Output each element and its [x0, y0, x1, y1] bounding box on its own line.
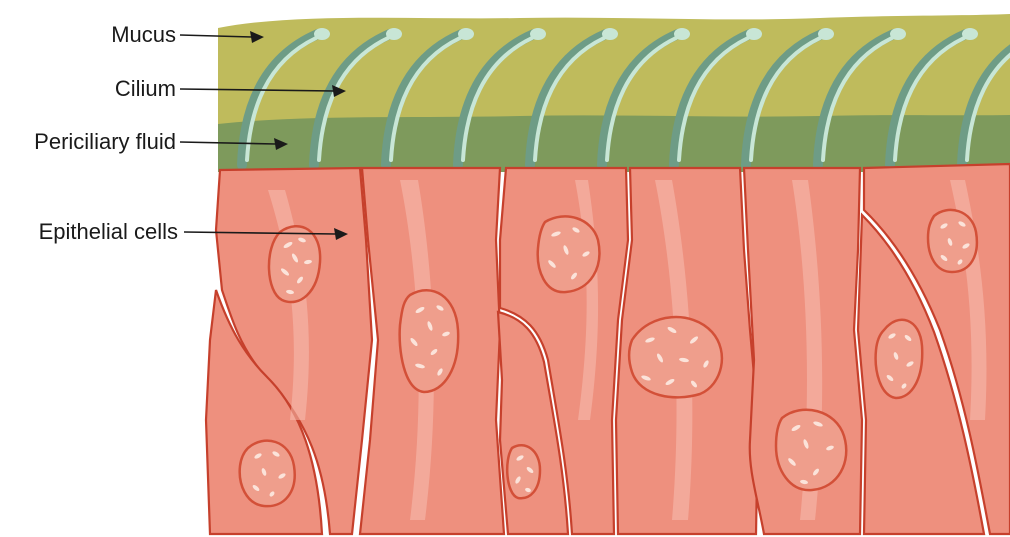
nucleus [928, 210, 977, 272]
epithelial-cells-label: Epithelial cells [39, 219, 178, 244]
nucleus [538, 216, 600, 292]
nucleus [240, 441, 295, 507]
nucleus [269, 226, 320, 302]
cilium-label: Cilium [115, 76, 176, 101]
nucleus [507, 445, 540, 498]
nucleus [629, 317, 722, 397]
nucleus [876, 320, 923, 398]
mucus-label: Mucus [111, 22, 176, 47]
nucleus [400, 290, 459, 392]
nucleus [776, 410, 846, 490]
periciliary-fluid-label: Periciliary fluid [34, 129, 176, 154]
